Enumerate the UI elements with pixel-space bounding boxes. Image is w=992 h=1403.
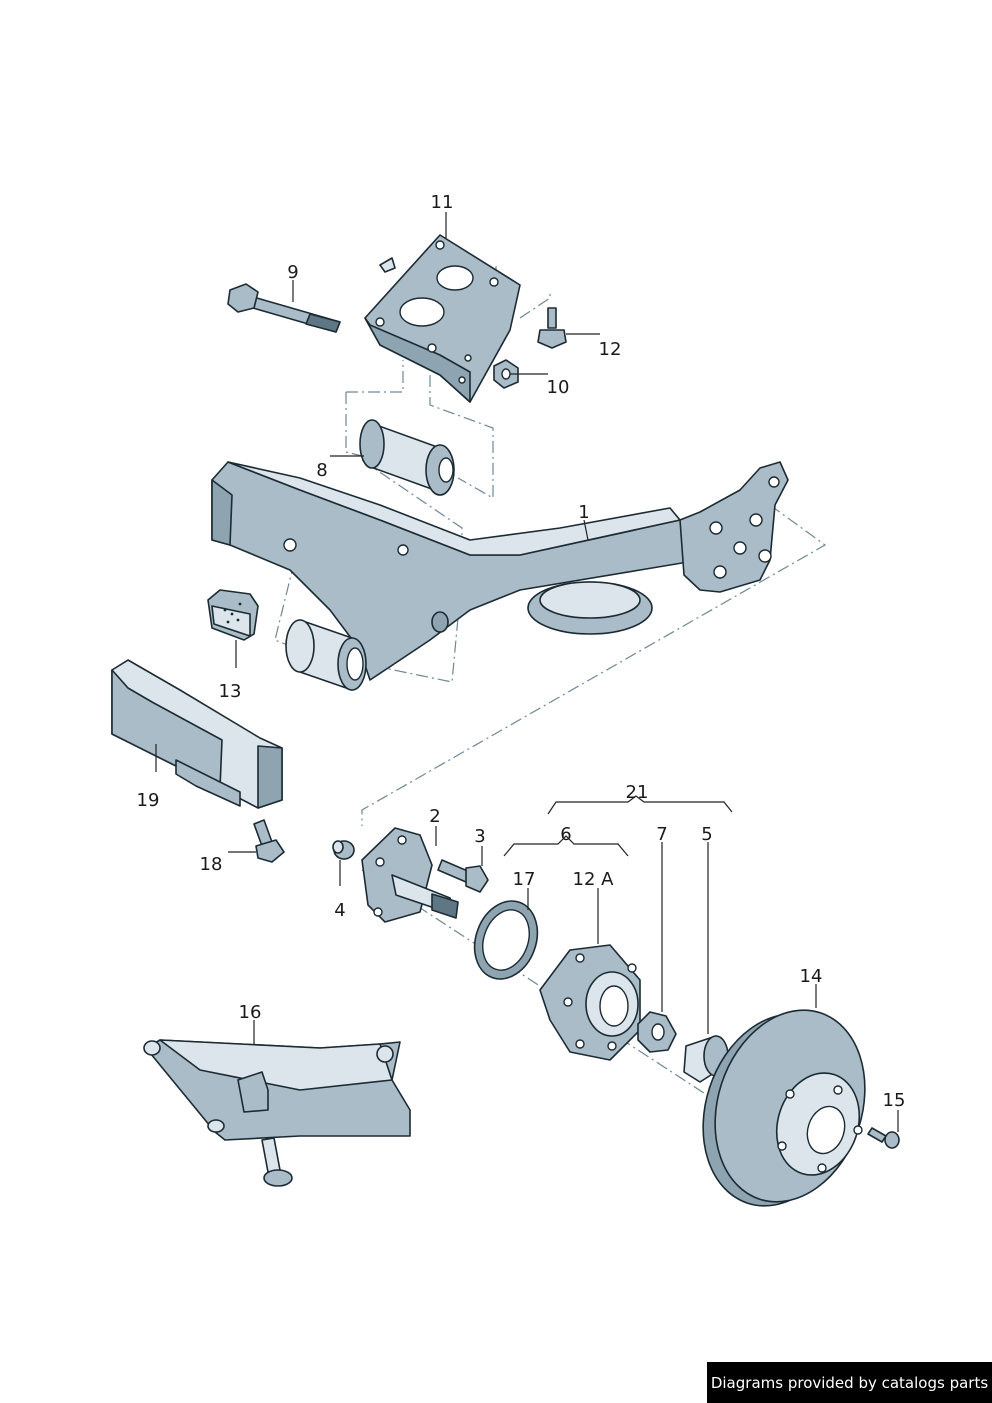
long-bolt — [227, 283, 341, 333]
callout-1: 1 — [578, 502, 589, 523]
mounting-bracket — [364, 234, 521, 403]
callout-6: 6 — [560, 824, 571, 845]
callout-17: 17 — [513, 869, 536, 890]
callout-12: 12 — [599, 339, 622, 360]
callout-16: 16 — [239, 1002, 262, 1023]
callout-11: 11 — [431, 192, 454, 213]
wheel-hub — [539, 944, 641, 1061]
callout-8: 8 — [316, 460, 327, 481]
disc-screw — [867, 1127, 900, 1149]
stub-axle — [361, 827, 459, 923]
abs-ring — [473, 900, 539, 980]
rear-axle-beam — [211, 461, 789, 691]
small-bolt — [537, 307, 567, 349]
bushing — [359, 419, 455, 496]
callout-9: 9 — [287, 262, 298, 283]
callout-21: 21 — [626, 782, 649, 803]
credit-text: Diagrams provided by catalogs parts — [710, 1373, 989, 1392]
rubber-mount — [207, 589, 259, 641]
callout-13: 13 — [219, 681, 242, 702]
nut — [493, 359, 519, 389]
leader-lines — [155, 212, 899, 1132]
credit-banner: Diagrams provided by catalogs parts — [707, 1362, 992, 1403]
brake-disc — [702, 1009, 866, 1207]
callout-12a: 12 A — [573, 869, 615, 890]
heat-shield — [143, 1039, 411, 1187]
callout-5: 5 — [701, 824, 712, 845]
callout-18: 18 — [200, 854, 223, 875]
callout-15: 15 — [883, 1090, 906, 1111]
stub-bolt — [437, 859, 489, 893]
callout-14: 14 — [800, 966, 823, 987]
weight-block — [111, 659, 283, 809]
callout-3: 3 — [474, 826, 485, 847]
small-bush — [332, 840, 355, 860]
callout-4: 4 — [334, 900, 345, 921]
hub-nut — [637, 1011, 677, 1053]
callout-labels: 1 2 3 4 5 6 7 8 9 10 11 12 12 A 13 14 15… — [137, 192, 906, 1111]
callout-2: 2 — [429, 806, 440, 827]
callout-7: 7 — [656, 824, 667, 845]
weight-bolt — [253, 819, 285, 863]
callout-19: 19 — [137, 790, 160, 811]
callout-10: 10 — [547, 377, 570, 398]
